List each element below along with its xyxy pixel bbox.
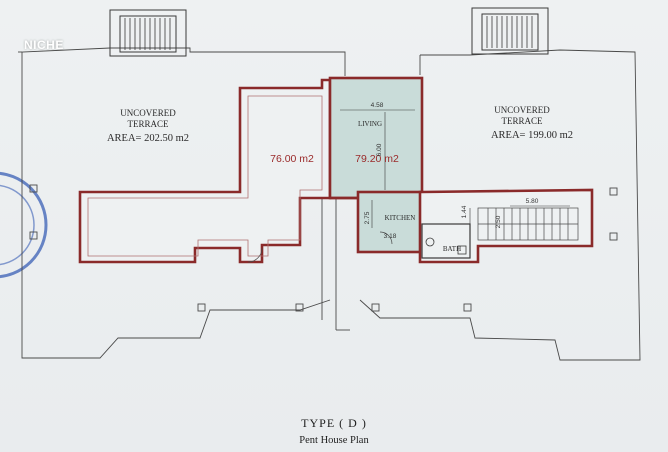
- dim-living-width: 4.58: [371, 102, 384, 109]
- sink-icon: [457, 245, 467, 255]
- living-area: 79.20 m2: [355, 153, 399, 165]
- left-wing-walls: [78, 78, 332, 264]
- dimension-lines: [340, 109, 570, 240]
- left-terrace-line2: TERRACE: [127, 119, 169, 129]
- toilet-icon: [425, 237, 435, 247]
- terrace-outline: [18, 47, 641, 361]
- type-title: TYPE ( D ): [301, 416, 367, 430]
- kitchen-label: KITCHEN: [385, 214, 416, 222]
- right-terrace-line1: UNCOVERED: [494, 105, 550, 115]
- niche-logo: NICHE: [24, 38, 64, 52]
- left-terrace-line1: UNCOVERED: [120, 108, 176, 118]
- right-terrace-line2: TERRACE: [501, 116, 543, 126]
- plan-subtitle: Pent House Plan: [299, 435, 369, 446]
- dim-bath-a: 1.44: [461, 205, 468, 218]
- living-block: [328, 76, 424, 254]
- dim-kitchen-b: 3.18: [384, 233, 397, 240]
- dim-kitchen-a: 2.75: [364, 211, 371, 224]
- bath-room: [421, 223, 471, 259]
- dim-stair-depth: 2.50: [495, 215, 502, 228]
- right-terrace-area: AREA= 199.00 m2: [491, 130, 573, 141]
- stamp-mark: [0, 171, 48, 279]
- living-label: LIVING: [358, 120, 382, 128]
- top-balcony-right: [471, 7, 549, 55]
- bath-label: BATH: [443, 245, 461, 253]
- door-swings: [247, 231, 393, 263]
- dim-living-depth: 6.00: [376, 143, 383, 156]
- staircase: [477, 207, 579, 241]
- left-wing-area: 76.00 m2: [270, 153, 314, 165]
- dim-stair-width: 5.80: [526, 198, 539, 205]
- left-terrace-area: AREA= 202.50 m2: [107, 133, 189, 144]
- right-wing-walls: [418, 188, 594, 264]
- top-balcony-left: [109, 9, 187, 57]
